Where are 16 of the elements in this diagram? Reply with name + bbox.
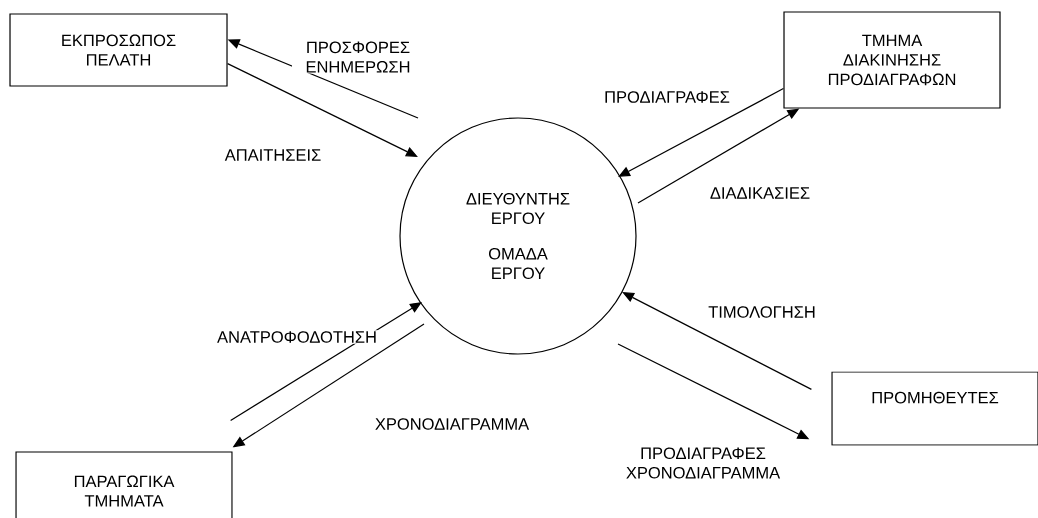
edge-label: ΠΡΟΣΦΟΡΕΣ ΕΝΗΜΕΡΩΣΗ xyxy=(292,40,424,74)
edge-label: ΑΝΑΤΡΟΦΟΔΟΤΗΣΗ xyxy=(216,330,378,344)
edge-label: ΤΙΜΟΛΟΓΗΣΗ xyxy=(707,305,817,319)
arrow xyxy=(622,292,812,390)
edge-label: ΠΡΟΔΙΑΓΡΑΦΕΣ xyxy=(603,90,731,104)
entity-box: ΠΑΡΑΓΩΓΙΚΑ ΤΜΗΜΑΤΑ xyxy=(15,451,233,518)
edge-label: ΑΠΑΙΤΗΣΕΙΣ xyxy=(223,148,323,162)
arrow xyxy=(618,88,784,177)
edge-label: ΠΡΟΔΙΑΓΡΑΦΕΣ ΧΡΟΝΟΔΙΑΓΡΑΜΜΑ xyxy=(619,446,787,480)
arrow xyxy=(227,63,418,157)
edge-label: ΔΙΑΔΙΚΑΣΙΕΣ xyxy=(708,186,812,200)
arrow xyxy=(230,302,422,421)
entity-box: ΠΡΟΜΗΘΕΥΤΕΣ xyxy=(831,371,1038,446)
edge-label: ΧΡΟΝΟΔΙΑΓΡΑΜΜΑ xyxy=(373,417,531,431)
entity-box: ΕΚΠΡΟΣΩΠΟΣ ΠΕΛΑΤΗ xyxy=(9,13,228,87)
entity-box: ΤΜΗΜΑ ΔΙΑΚΙΝΗΣΗΣ ΠΡΟΔΙΑΓΡΑΦΩΝ xyxy=(783,11,1001,109)
